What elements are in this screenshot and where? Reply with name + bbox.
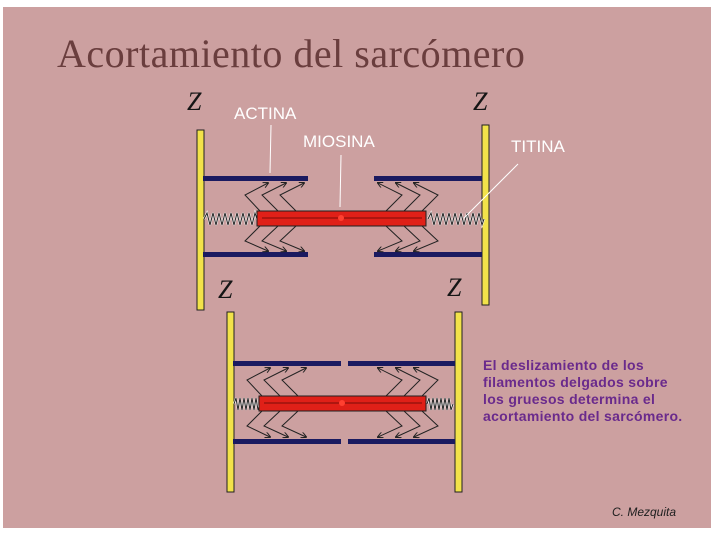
z-disc-left-top [197, 130, 204, 310]
author-credit: C. Mezquita [612, 505, 676, 519]
sarcomere-contracted: Z Z [218, 273, 462, 492]
z-disc-right-top [482, 125, 489, 305]
actin-filament [374, 176, 482, 181]
actin-filament [233, 361, 341, 366]
miosina-label: MIOSINA [303, 132, 375, 151]
actin-filament [203, 252, 308, 257]
actina-label: ACTINA [234, 104, 297, 123]
actin-filament [348, 361, 455, 366]
actin-filament [203, 176, 308, 181]
actin-pointer [270, 125, 271, 173]
z-disc-right-bottom [455, 312, 462, 492]
titin-pointer [464, 164, 518, 218]
sarcomere-relaxed: ACTINA MIOSINA TITINA Z Z [187, 87, 565, 310]
z-label: Z [218, 275, 233, 304]
actin-filament [233, 439, 341, 444]
z-label: Z [187, 87, 202, 116]
titina-label: TITINA [511, 137, 565, 156]
z-label: Z [447, 273, 462, 302]
actin-filament [348, 439, 455, 444]
z-disc-left-bottom [227, 312, 234, 492]
actin-filament [374, 252, 482, 257]
explanation-text: El deslizamiento de los filamentos delga… [483, 357, 683, 425]
myosin-pointer [340, 155, 341, 207]
z-label: Z [473, 87, 488, 116]
